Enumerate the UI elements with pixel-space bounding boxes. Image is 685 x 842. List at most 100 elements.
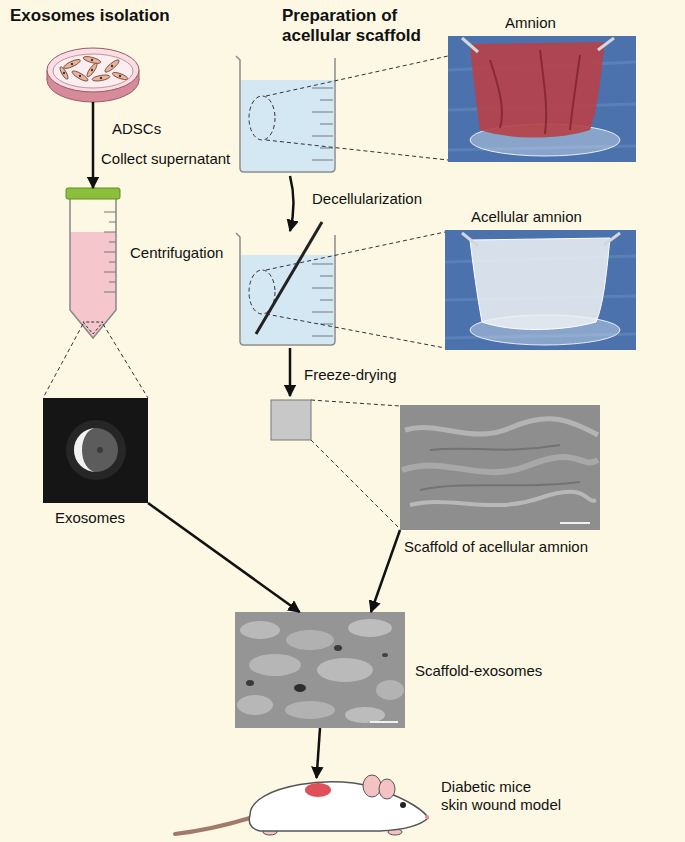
cell	[63, 72, 65, 74]
mouse	[175, 775, 429, 835]
exosome-micrograph	[74, 428, 118, 472]
petri-dish	[47, 48, 139, 102]
process-arrow	[290, 176, 294, 231]
node-caption: Acellular amnion	[471, 208, 582, 226]
centrifuge-tube	[66, 188, 120, 199]
node-caption: Amnion	[505, 14, 556, 32]
beaker	[312, 288, 333, 289]
beaker	[312, 336, 333, 337]
exosome-micrograph	[43, 398, 148, 503]
scaffold-exosome-image: Scaffold-exosomes	[235, 612, 405, 728]
scaffold-exosome-micrograph	[376, 680, 404, 700]
node-caption: Centrifugation	[130, 244, 223, 262]
zoom-leader	[311, 400, 400, 529]
mouse	[249, 782, 428, 831]
scaffold-exosome-micrograph	[235, 612, 405, 728]
cell-culture-dish: ADSCs	[46, 44, 140, 102]
zoom-leader	[266, 56, 448, 96]
scaffold-exosome-micrograph	[348, 619, 392, 637]
amnion-photo	[470, 42, 605, 138]
beaker	[312, 160, 333, 161]
scaffold-exosome-micrograph	[334, 645, 342, 651]
zoom-leader	[266, 314, 445, 348]
mouse	[379, 779, 395, 799]
stirring-rod	[256, 222, 322, 334]
centrifuge-tube: Centrifugation	[66, 188, 120, 324]
scaffold-micrograph	[410, 492, 596, 505]
scaffold-micrograph	[420, 482, 580, 490]
exosome-micrograph	[66, 420, 126, 480]
arrow-connector	[148, 503, 300, 612]
scaffold-exosome-micrograph	[240, 621, 280, 639]
scaffold-exosome-micrograph	[235, 612, 405, 728]
section-heading: Preparation of acellular scaffold	[282, 6, 447, 47]
scaffold-image: Scaffold of acellular amnion	[400, 405, 600, 530]
arrow-connector	[92, 102, 95, 188]
cell	[91, 59, 93, 61]
beaker	[320, 100, 333, 101]
cell	[85, 62, 98, 78]
scaffold-sample	[271, 400, 311, 440]
zoom-leader	[43, 324, 148, 398]
cell	[103, 58, 120, 74]
process-arrow	[289, 348, 292, 396]
centrifuge-tube	[109, 242, 116, 243]
cell	[59, 55, 129, 83]
amnion-photo	[462, 38, 478, 52]
beaker	[241, 255, 334, 344]
cell	[79, 75, 81, 77]
beaker	[312, 112, 333, 113]
centrifuge-tube	[109, 222, 116, 223]
scaffold-exosome-micrograph	[249, 654, 301, 676]
scaffold-exosome-micrograph	[382, 653, 388, 657]
amnion-photo	[598, 38, 614, 50]
centrifuge-tube	[104, 212, 116, 292]
zoom-leader	[311, 440, 400, 529]
cell	[112, 71, 129, 81]
cell	[63, 58, 82, 70]
acellular-amnion-photo	[470, 238, 610, 330]
beaker	[312, 312, 333, 313]
acellular-amnion-photo: Acellular amnion	[445, 230, 636, 350]
cell	[91, 69, 93, 71]
scaffold-micrograph	[560, 522, 590, 524]
mouse	[363, 775, 381, 797]
cell	[92, 74, 111, 82]
beaker	[249, 96, 275, 140]
scaffold-micrograph	[400, 405, 600, 530]
scaffold-exosome-micrograph	[317, 658, 373, 682]
process-arrow	[290, 348, 291, 396]
centrifuge-tube	[70, 310, 116, 338]
centrifuge-tube	[104, 212, 116, 213]
beaker	[312, 264, 333, 265]
arrow-connector	[371, 530, 400, 612]
amnion-photo	[490, 50, 580, 134]
mouse	[425, 815, 429, 819]
zoom-leader	[266, 232, 445, 270]
scaffold-exosome-micrograph	[246, 680, 254, 686]
acellular-amnion-photo	[445, 230, 636, 350]
amnion-photo	[448, 36, 636, 162]
centrifuge-tube	[109, 262, 116, 263]
exosome-micrograph	[43, 398, 148, 503]
scaffold-exosome-micrograph	[345, 707, 385, 723]
cell	[100, 77, 102, 79]
cell	[71, 63, 73, 65]
exosome-micrograph	[74, 428, 96, 472]
scaffold-micrograph	[400, 405, 600, 530]
acellular-amnion-photo	[462, 233, 478, 246]
acellular-amnion-photo	[604, 233, 620, 245]
centrifuge-tube	[70, 232, 116, 310]
beaker	[320, 124, 333, 125]
process-arrow	[290, 176, 294, 231]
node-caption: Scaffold-exosomes	[415, 662, 542, 680]
centrifuge-tube	[109, 282, 116, 283]
amnion-photo	[448, 36, 636, 162]
edge-label: Collect supernatant	[101, 150, 230, 168]
beaker	[312, 88, 333, 89]
